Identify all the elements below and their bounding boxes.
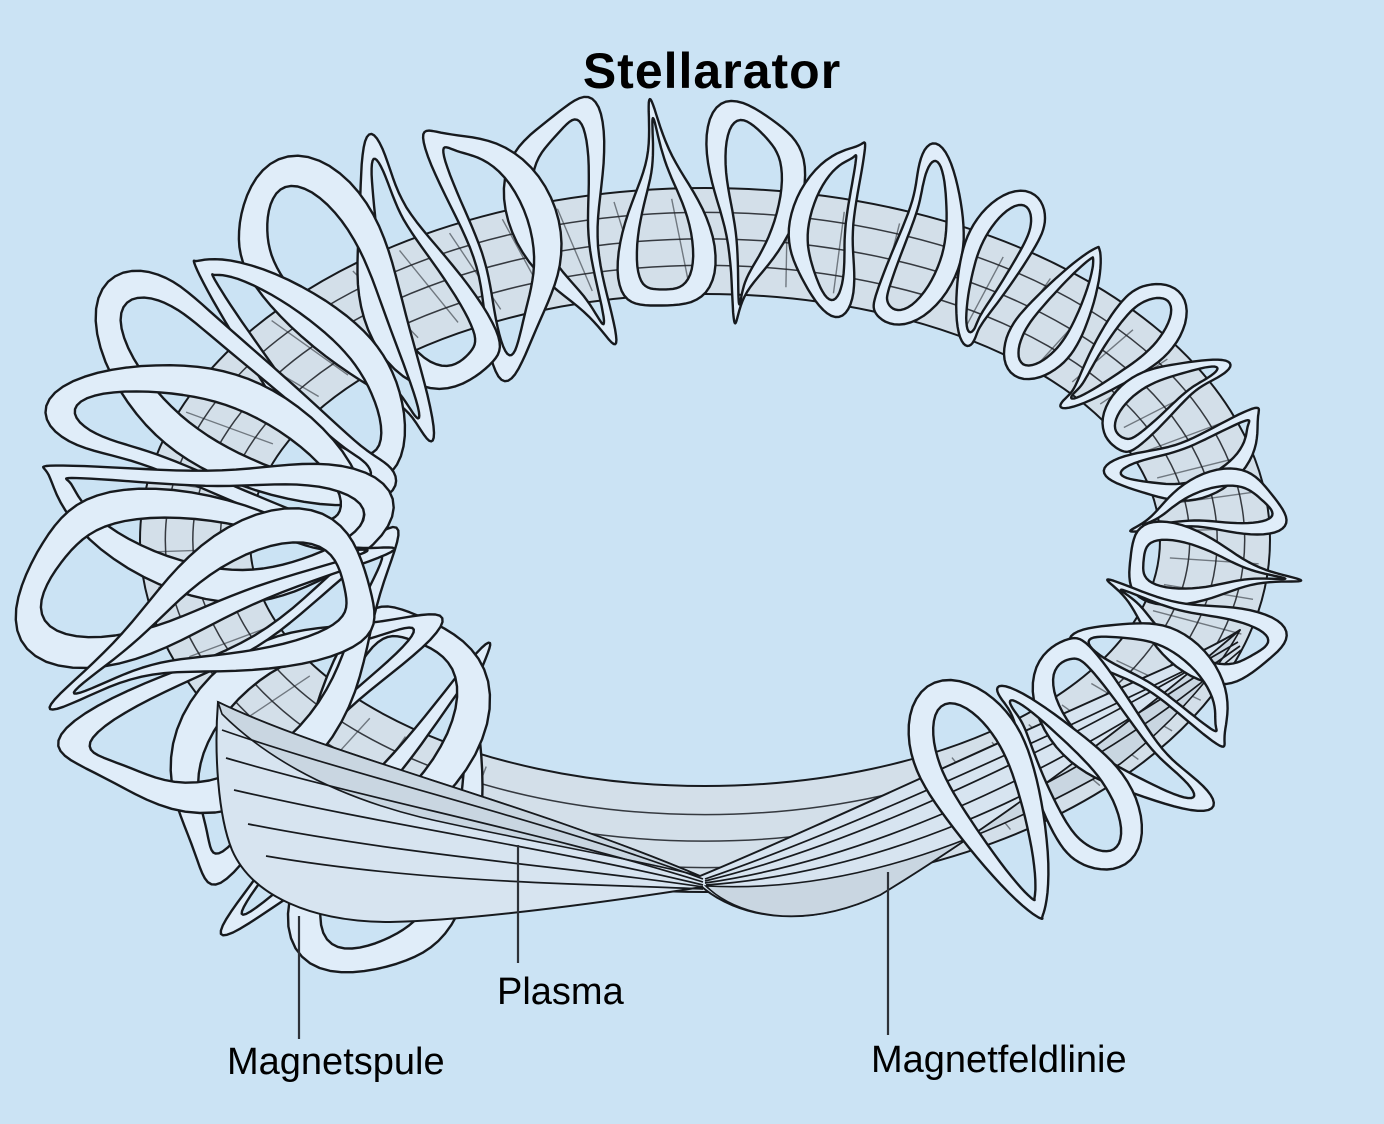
label-magnetspule: Magnetspule — [227, 1041, 445, 1083]
label-magnetfeldlinie: Magnetfeldlinie — [871, 1039, 1127, 1081]
figure-title: Stellarator — [582, 43, 842, 99]
label-plasma: Plasma — [497, 971, 624, 1013]
